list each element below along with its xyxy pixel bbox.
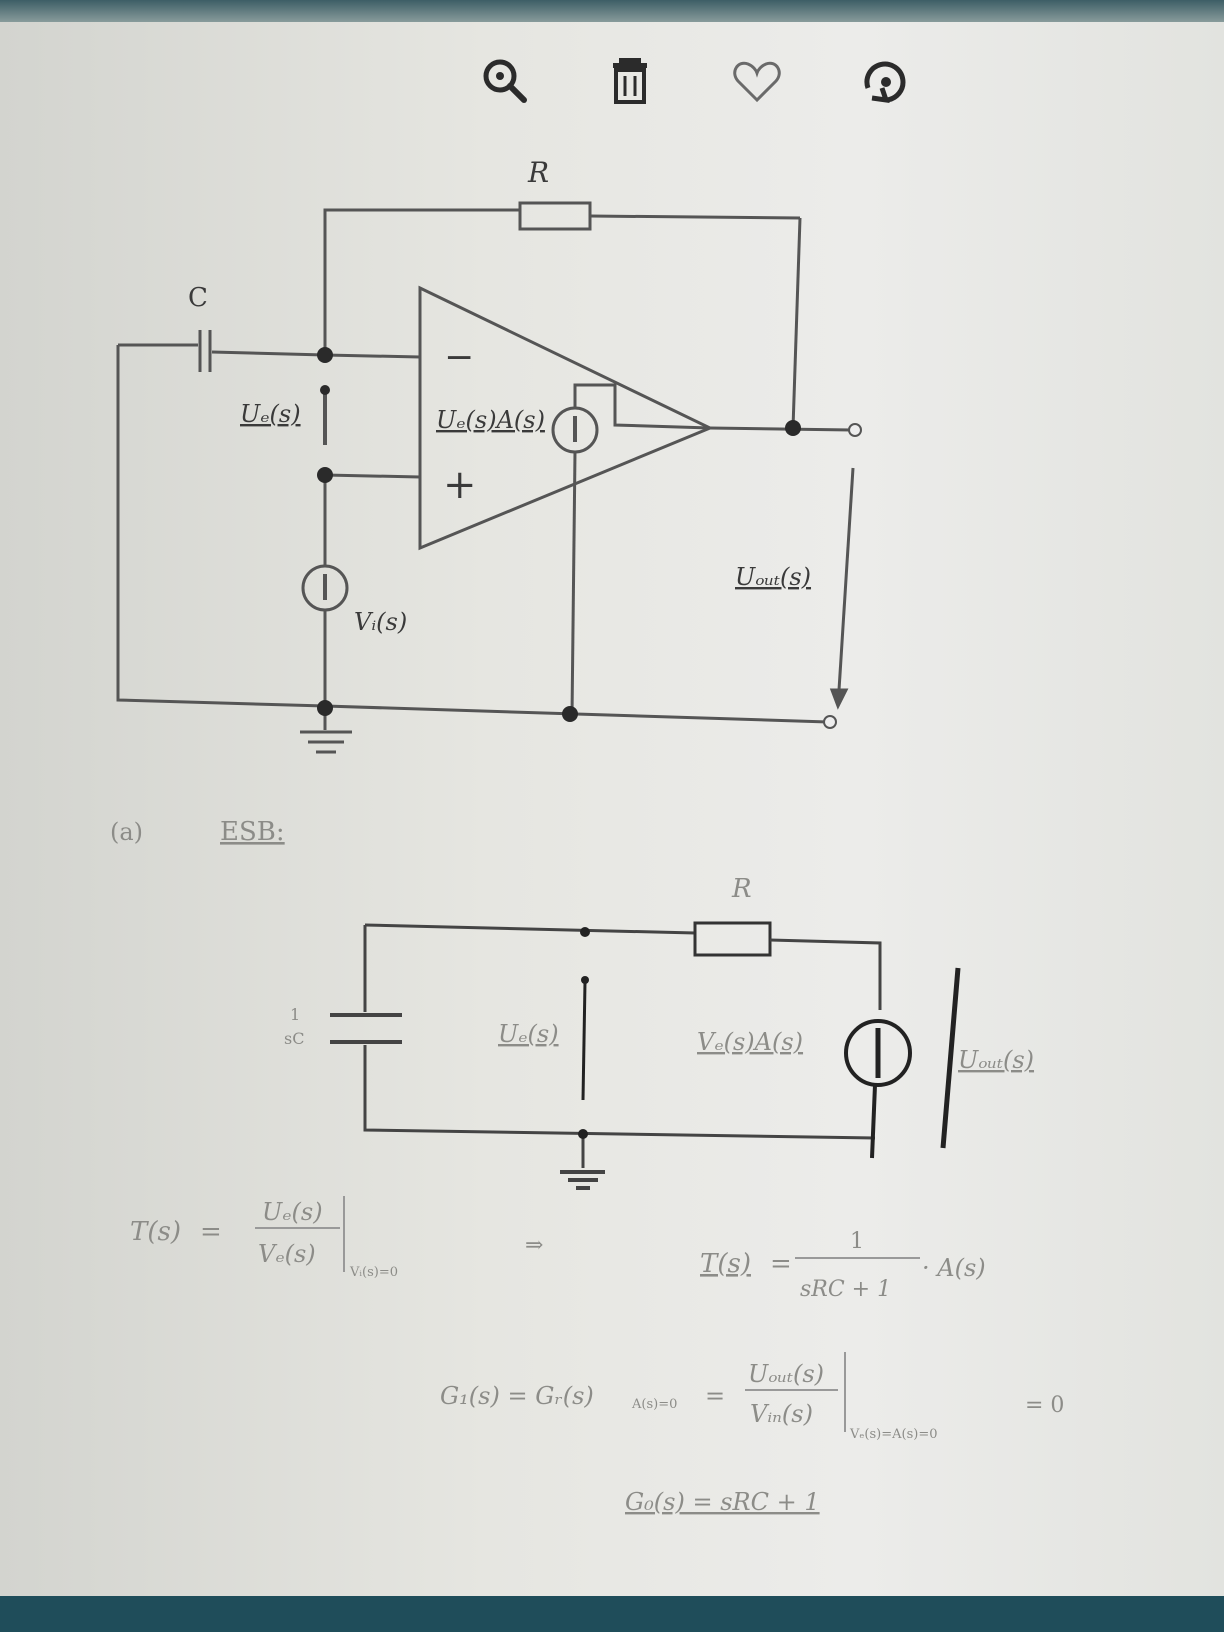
label-controlled-source-esb: Vₑ(s)A(s): [697, 1028, 803, 1056]
node: [578, 1129, 588, 1139]
node: [581, 976, 589, 984]
node: [317, 347, 333, 363]
circuit-b-nodes: [578, 927, 590, 1139]
eq1-rhs-numerator: 1: [850, 1229, 864, 1254]
node: [317, 467, 333, 483]
bottom-bar: [0, 1596, 1224, 1632]
eq2-result: = 0: [1025, 1393, 1064, 1418]
equation-2: G₁(s) = Gᵣ(s) A(s)=0 = Uₒᵤₜ(s) Vᵢₙ(s) Vₑ…: [440, 1352, 1064, 1442]
section-tag: (a): [110, 818, 143, 846]
eq1-rhs-lhs: T(s): [700, 1249, 751, 1279]
wire: [791, 217, 802, 429]
voltage-arrow-uout: [940, 967, 961, 1149]
wire: [570, 451, 577, 717]
label-uout-esb: Uₒᵤₜ(s): [958, 1046, 1034, 1074]
document-page: [0, 22, 1224, 1596]
wire: [324, 353, 421, 359]
delete-button[interactable]: [595, 48, 665, 118]
eq1-rhs-tail: · A(s): [922, 1254, 986, 1282]
eq2-condition-2: Vₑ(s)=A(s)=0: [849, 1427, 938, 1442]
favorite-button[interactable]: [722, 48, 792, 118]
terminal: [848, 423, 862, 437]
resistor-r: [693, 921, 772, 957]
eq1-numerator: Uₑ(s): [262, 1198, 323, 1226]
circuit-b: [330, 921, 961, 1190]
heart-icon: [733, 61, 781, 103]
rotate-button[interactable]: [850, 48, 920, 118]
wire: [573, 383, 711, 430]
voltage-arrow-ud: [581, 981, 587, 1101]
eq2-denominator: Vᵢₙ(s): [750, 1400, 813, 1428]
label-ud: Uₑ(s): [240, 400, 301, 428]
trash-icon: [613, 58, 647, 104]
arrow-head: [829, 688, 849, 710]
eq1-lhs: T(s): [130, 1217, 181, 1247]
wire: [870, 1084, 877, 1159]
eq1-rhs-denominator: sRC + 1: [800, 1277, 891, 1302]
label-uout: Uₒᵤₜ(s): [735, 563, 811, 591]
wire: [364, 923, 696, 935]
voltage-arrow-uout: [836, 467, 855, 707]
wire: [116, 345, 326, 708]
label-r-esb: R: [731, 874, 752, 904]
eq1-denominator: Vₑ(s): [258, 1240, 316, 1268]
source-vi: [301, 564, 349, 612]
viewer-toolbar: [470, 48, 950, 118]
circuit-a-nodes: [317, 347, 801, 722]
label-ud-esb: Uₑ(s): [498, 1020, 559, 1048]
zoom-button[interactable]: [470, 48, 540, 118]
wire: [589, 214, 801, 220]
node: [785, 420, 801, 436]
eq1-equals: =: [200, 1217, 222, 1247]
section-title: ESB:: [220, 817, 285, 847]
node: [580, 927, 590, 937]
label-c: C: [188, 283, 208, 313]
equation-1: T(s) = Uₑ(s) Vₑ(s) Vᵢ(s)=0 ⇒ T(s) = 1 sR…: [130, 1196, 986, 1302]
eq1-condition: Vᵢ(s)=0: [349, 1265, 398, 1280]
opamp: [418, 285, 714, 551]
node: [317, 700, 333, 716]
eq1-implies: ⇒: [525, 1233, 543, 1258]
wire: [324, 473, 421, 479]
label-controlled-source: Uₑ(s)A(s): [436, 406, 545, 434]
wire: [323, 208, 520, 355]
node: [562, 706, 578, 722]
zoom-icon: [483, 59, 527, 103]
wire: [363, 1045, 876, 1140]
rotate-icon: [864, 61, 906, 104]
label-minus: −: [444, 337, 474, 378]
eq2-lhs: G₁(s) = Gᵣ(s): [440, 1382, 594, 1410]
node: [320, 385, 330, 395]
wire: [709, 426, 853, 432]
label-r: R: [527, 156, 549, 189]
eq2-numerator: Uₒᵤₜ(s): [748, 1360, 824, 1388]
eq2-equals: =: [705, 1382, 725, 1410]
label-plus: +: [443, 462, 477, 508]
equation-3: G₀(s) = sRC + 1: [625, 1488, 820, 1516]
wire: [769, 938, 882, 1010]
circuit-a-terminals: [823, 423, 862, 729]
eq1-rhs-equals: =: [770, 1249, 792, 1279]
label-cap-num: 1: [290, 1005, 300, 1024]
circuit-a: [116, 201, 855, 754]
top-bar: [0, 0, 1224, 22]
controlled-source: [844, 1019, 912, 1087]
label-vi: Vᵢ(s): [354, 608, 407, 636]
eq2-condition-1: A(s)=0: [631, 1397, 677, 1412]
terminal: [823, 715, 837, 729]
label-cap-den: sC: [284, 1029, 304, 1048]
resistor-r: [518, 201, 592, 231]
wire: [211, 350, 326, 357]
